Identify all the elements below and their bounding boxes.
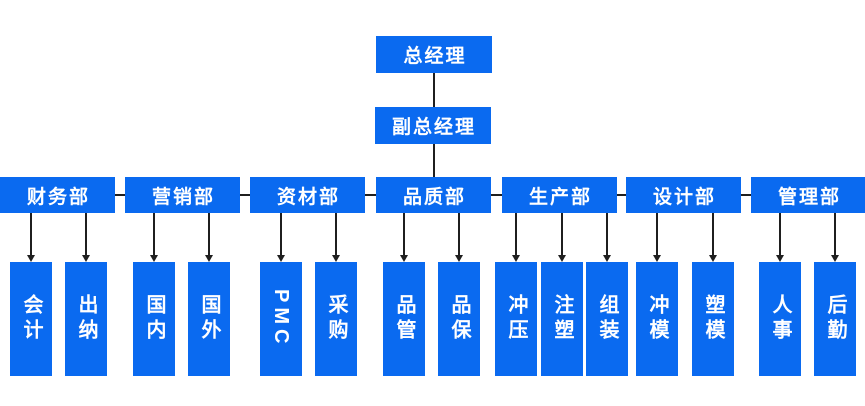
sub-department-label: 冲压	[505, 294, 527, 344]
connector-dept-sibling	[491, 194, 502, 196]
arrow-head-icon	[830, 255, 839, 262]
connector-dept-child	[834, 213, 836, 255]
sub-department-label: 品管	[393, 294, 415, 344]
connector-dept-child	[30, 213, 32, 255]
sub-department-node: 采购	[315, 262, 357, 376]
sub-department-node: 人事	[759, 262, 801, 376]
org-node-deputy: 副总经理	[375, 107, 491, 144]
connector-dept-sibling	[741, 194, 751, 196]
connector-dept-child	[335, 213, 337, 255]
arrow-head-icon	[81, 255, 90, 262]
department-node: 营销部	[125, 177, 240, 213]
sub-department-node: 会计	[10, 262, 52, 376]
sub-department-node: 冲模	[636, 262, 678, 376]
sub-department-label: 后勤	[824, 294, 846, 344]
arrow-head-icon	[602, 255, 611, 262]
connector-dept-sibling	[617, 194, 626, 196]
arrow-head-icon	[511, 255, 520, 262]
sub-department-node: 品保	[438, 262, 480, 376]
department-node: 设计部	[626, 177, 741, 213]
department-node: 管理部	[751, 177, 865, 213]
connector-dept-child	[458, 213, 460, 255]
sub-department-label: 品保	[448, 294, 470, 344]
connector-dept-child	[656, 213, 658, 255]
connector-deputy-depts	[433, 144, 435, 177]
sub-department-label: PMC	[270, 289, 292, 349]
sub-department-node: 冲压	[495, 262, 537, 376]
arrow-head-icon	[204, 255, 213, 262]
org-node-root: 总经理	[376, 36, 492, 73]
sub-department-node: 出纳	[65, 262, 107, 376]
sub-department-label: 冲模	[646, 294, 668, 344]
connector-dept-child	[606, 213, 608, 255]
arrow-head-icon	[775, 255, 784, 262]
department-node: 财务部	[0, 177, 115, 213]
arrow-head-icon	[399, 255, 408, 262]
sub-department-label: 国外	[198, 294, 220, 344]
connector-dept-child	[403, 213, 405, 255]
arrow-head-icon	[149, 255, 158, 262]
arrow-head-icon	[276, 255, 285, 262]
sub-department-label: 组装	[596, 294, 618, 344]
connector-dept-child	[712, 213, 714, 255]
connector-dept-child	[153, 213, 155, 255]
sub-department-node: 品管	[383, 262, 425, 376]
connector-dept-sibling	[240, 194, 250, 196]
sub-department-label: 会计	[20, 294, 42, 344]
arrow-head-icon	[454, 255, 463, 262]
sub-department-node: 组装	[586, 262, 628, 376]
sub-department-node: 国外	[188, 262, 230, 376]
sub-department-node: 注塑	[541, 262, 583, 376]
department-node: 生产部	[502, 177, 617, 213]
connector-dept-child	[280, 213, 282, 255]
sub-department-label: 注塑	[551, 294, 573, 344]
connector-dept-child	[208, 213, 210, 255]
department-node: 资材部	[250, 177, 365, 213]
arrow-head-icon	[26, 255, 35, 262]
sub-department-label: 采购	[325, 294, 347, 344]
arrow-head-icon	[708, 255, 717, 262]
arrow-head-icon	[331, 255, 340, 262]
sub-department-label: 人事	[769, 294, 791, 344]
connector-dept-child	[515, 213, 517, 255]
department-node: 品质部	[376, 177, 491, 213]
connector-dept-sibling	[115, 194, 125, 196]
sub-department-label: 国内	[143, 294, 165, 344]
sub-department-node: 塑模	[692, 262, 734, 376]
connector-dept-sibling	[365, 194, 376, 196]
arrow-head-icon	[652, 255, 661, 262]
arrow-head-icon	[557, 255, 566, 262]
sub-department-node: PMC	[260, 262, 302, 376]
connector-dept-child	[779, 213, 781, 255]
sub-department-label: 塑模	[702, 294, 724, 344]
sub-department-node: 国内	[133, 262, 175, 376]
sub-department-label: 出纳	[75, 294, 97, 344]
sub-department-node: 后勤	[814, 262, 856, 376]
connector-dept-child	[561, 213, 563, 255]
connector-root-deputy	[433, 73, 435, 107]
connector-dept-child	[85, 213, 87, 255]
